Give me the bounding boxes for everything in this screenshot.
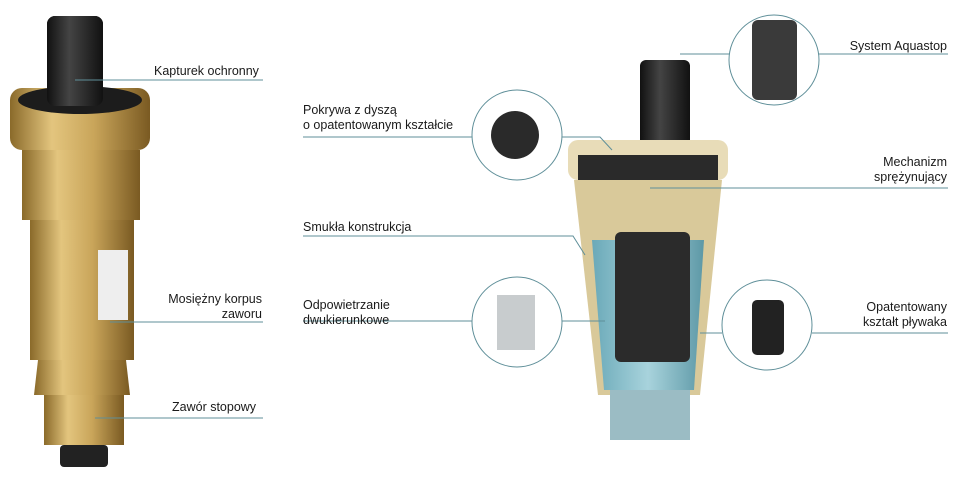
label-line: dwukierunkowe [303, 313, 390, 327]
label-line: o opatentowanym kształcie [303, 118, 454, 132]
knurled-section [22, 150, 140, 220]
label-slim: Smukła konstrukcja [303, 220, 412, 234]
thread [44, 395, 124, 445]
float [615, 232, 690, 362]
sticker [98, 250, 128, 320]
cutaway-valve [568, 60, 728, 440]
label-line: kształt pływaka [862, 315, 947, 329]
label-vent: Odpowietrzanie dwukierunkowe [303, 298, 390, 328]
label-float: Opatentowany kształt pływaka [820, 300, 947, 330]
brass-valve [10, 16, 150, 467]
label-spring: Mechanizm sprężynujący [820, 155, 947, 185]
foot-valve [60, 445, 108, 467]
label-line: Opatentowany [866, 300, 947, 314]
label-brass-body: Mosiężny korpus zaworu [140, 292, 262, 322]
label-line: sprężynujący [874, 170, 947, 184]
label-line: Mechanizm [883, 155, 947, 169]
label-foot-valve: Zawór stopowy [172, 400, 257, 414]
label-cover: Pokrywa z dyszą o opatentowanym kształci… [303, 103, 453, 133]
label-aquastop: System Aquastop [849, 39, 947, 53]
label-line: Pokrywa z dyszą [303, 103, 397, 117]
label-line: Odpowietrzanie [303, 298, 390, 312]
label-line: zaworu [221, 307, 262, 321]
leader-lines [75, 53, 948, 419]
label-protective-cap: Kapturek ochronny [154, 64, 259, 78]
label-line: Mosiężny korpus [168, 292, 262, 306]
